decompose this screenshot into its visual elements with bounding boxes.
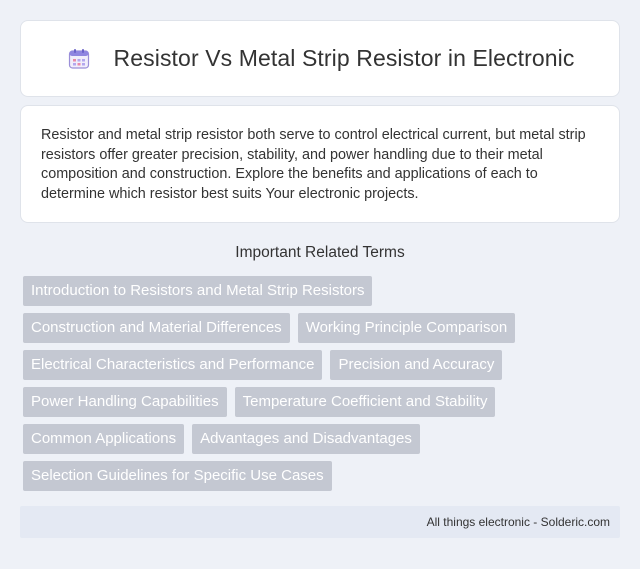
term-tag[interactable]: Common Applications xyxy=(23,424,185,454)
term-tag[interactable]: Working Principle Comparison xyxy=(297,313,516,343)
footer-bar: All things electronic - Solderic.com xyxy=(20,506,620,538)
term-tag[interactable]: Construction and Material Differences xyxy=(23,313,290,343)
term-tag[interactable]: Electrical Characteristics and Performan… xyxy=(23,350,323,380)
term-tag[interactable]: Temperature Coefficient and Stability xyxy=(234,387,496,417)
footer-text: All things electronic - Solderic.com xyxy=(426,515,610,529)
calendar-icon xyxy=(66,46,92,72)
related-terms-heading: Important Related Terms xyxy=(235,244,405,261)
term-tag[interactable]: Selection Guidelines for Specific Use Ca… xyxy=(23,461,332,491)
intro-card: Resistor and metal strip resistor both s… xyxy=(20,105,620,223)
term-tag[interactable]: Power Handling Capabilities xyxy=(23,387,227,417)
header-card: Resistor Vs Metal Strip Resistor in Elec… xyxy=(20,20,620,97)
intro-text: Resistor and metal strip resistor both s… xyxy=(41,127,586,202)
related-terms-list: Introduction to Resistors and Metal Stri… xyxy=(23,276,603,491)
term-tag[interactable]: Advantages and Disadvantages xyxy=(192,424,420,454)
page-title: Resistor Vs Metal Strip Resistor in Elec… xyxy=(113,45,575,71)
term-tag[interactable]: Precision and Accuracy xyxy=(330,350,503,380)
term-tag[interactable]: Introduction to Resistors and Metal Stri… xyxy=(23,276,373,306)
